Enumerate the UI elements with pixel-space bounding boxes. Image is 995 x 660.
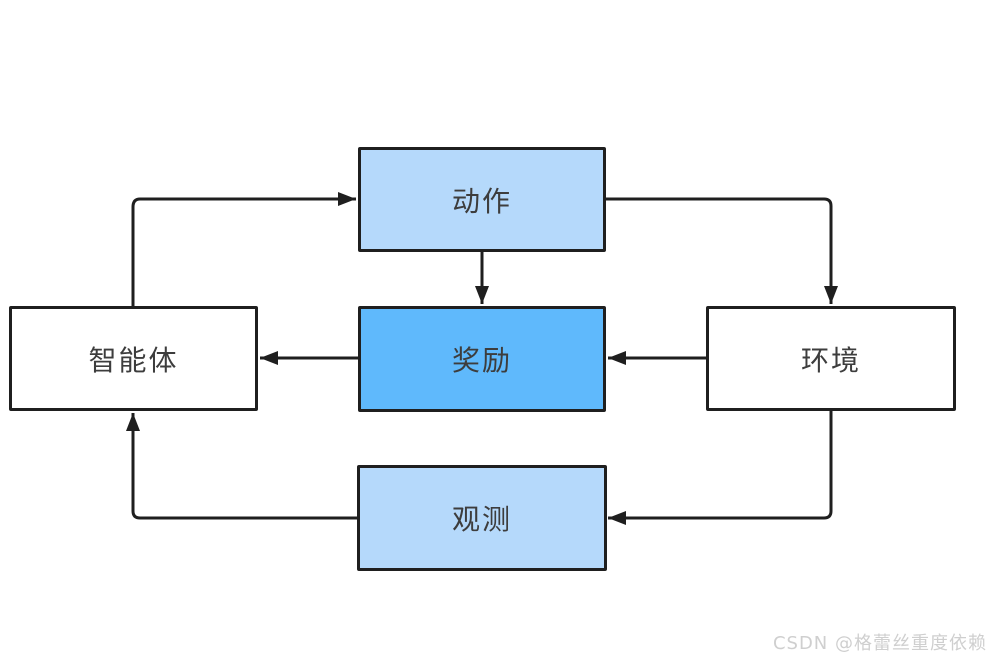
edge-observation-to-agent <box>126 413 357 520</box>
edge-environment-to-observation <box>608 411 833 525</box>
node-action-label: 动作 <box>451 184 512 218</box>
edge-agent-to-action <box>131 192 356 306</box>
watermark: CSDN @格蕾丝重度依赖 <box>772 633 987 654</box>
node-observation-label: 观测 <box>451 503 512 536</box>
node-agent: 智能体 <box>9 306 258 411</box>
node-environment-label: 环境 <box>800 343 861 377</box>
node-observation: 观测 <box>357 465 607 571</box>
node-action: 动作 <box>358 147 606 252</box>
edge-action-to-environment <box>605 197 838 304</box>
node-reward-label: 奖励 <box>451 344 512 377</box>
node-agent-label: 智能体 <box>88 343 179 377</box>
node-environment: 环境 <box>706 306 956 411</box>
node-reward: 奖励 <box>358 306 606 412</box>
